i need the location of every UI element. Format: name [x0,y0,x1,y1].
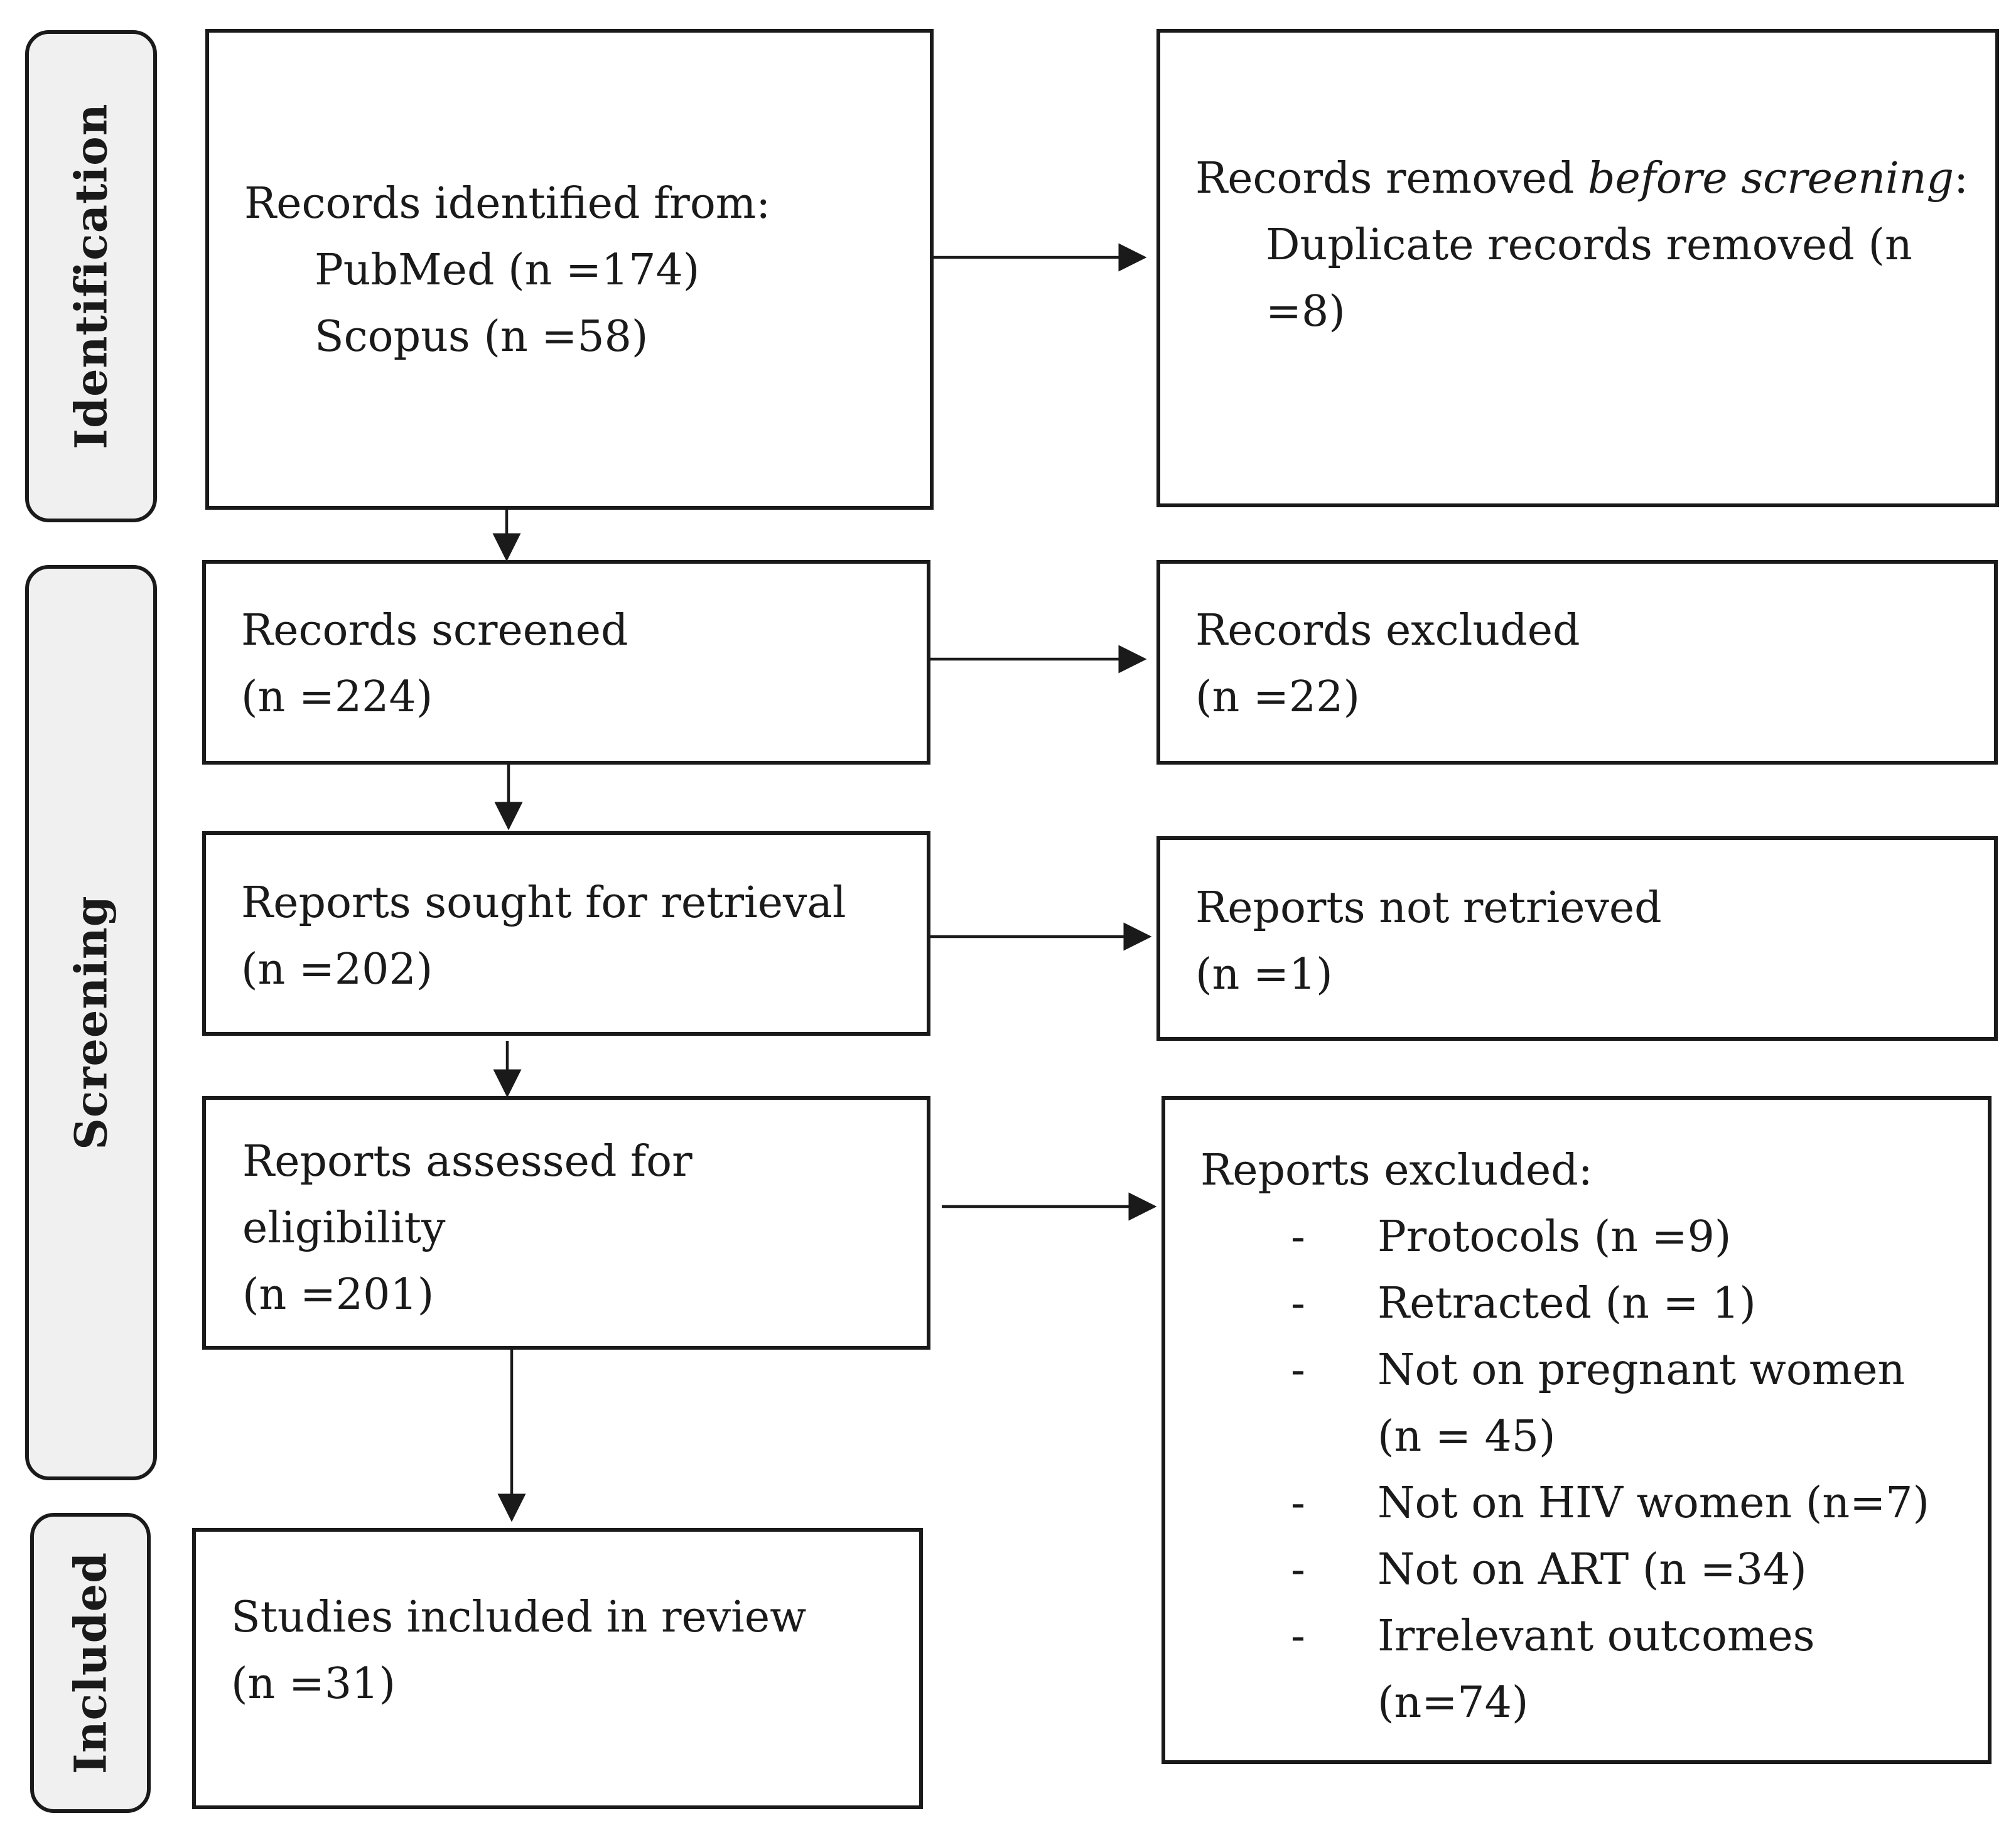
records-identified-heading: Records identified from: [244,179,771,229]
exclusion-reason-text: (n=74) [1377,1678,1529,1728]
exclusion-reason-continued: (n = 45) [1165,1404,1988,1470]
duplicates-removed-count: =8) [1266,287,1345,336]
bullet-dash: - [1291,1279,1305,1328]
reports-assessed-label-line1: Reports assessed for [242,1137,693,1186]
reports-excluded-heading: Reports excluded: [1200,1146,1593,1195]
phase-identification: Identification [25,30,157,522]
phase-included: Included [30,1513,151,1813]
records-identified-box: Records identified from: PubMed (n =174)… [205,29,934,510]
exclusion-reason-text: Not on HIV women (n=7) [1377,1478,1929,1528]
exclusion-reason-continued: (n=74) [1165,1670,1988,1736]
reports-not-retrieved-label: Reports not retrieved [1195,883,1662,933]
studies-included-box: Studies included in review (n =31) [192,1528,923,1809]
exclusion-reason: - Retracted (n = 1) [1165,1271,1988,1337]
phase-screening: Screening [25,565,157,1480]
exclusion-reason-text: Not on ART (n =34) [1377,1545,1807,1594]
reports-sought-label: Reports sought for retrieval [241,878,846,928]
exclusion-reason: - Not on HIV women (n=7) [1165,1470,1988,1537]
exclusion-reason: - Not on pregnant women [1165,1337,1988,1404]
records-removed-heading: Records removed before screening: [1195,154,1968,203]
studies-included-count: (n =31) [231,1659,396,1709]
bullet-dash: - [1291,1478,1305,1528]
source-pubmed: PubMed (n =174) [315,245,700,295]
records-screened-label: Records screened [241,606,628,655]
bullet-dash: - [1291,1611,1305,1661]
exclusion-reason-text: Retracted (n = 1) [1377,1279,1756,1328]
exclusion-reason-text: Irrelevant outcomes [1377,1611,1815,1661]
records-excluded-box: Records excluded (n =22) [1156,560,1998,765]
studies-included-label: Studies included in review [231,1593,807,1642]
reports-not-retrieved-count: (n =1) [1195,950,1333,999]
reports-excluded-box: Reports excluded: - Protocols (n =9) - Retr… [1162,1096,1992,1764]
bullet-dash: - [1291,1212,1305,1262]
reports-sought-count: (n =202) [241,945,433,994]
bullet-dash: - [1291,1545,1305,1594]
reports-assessed-box: Reports assessed for eligibility (n =201… [202,1096,930,1350]
reports-assessed-label-line2: eligibility [242,1203,446,1253]
records-removed-box: Records removed before screening: Duplic… [1156,29,1999,507]
exclusion-reason: - Not on ART (n =34) [1165,1537,1988,1603]
records-screened-box: Records screened (n =224) [202,560,930,765]
exclusion-reason-text: (n = 45) [1377,1412,1556,1461]
reports-assessed-count: (n =201) [242,1270,434,1320]
exclusion-reason-text: Protocols (n =9) [1377,1212,1732,1262]
reports-excluded-list: - Protocols (n =9) - Retracted (n = 1) - Not … [1165,1204,1988,1736]
exclusion-reason-text: Not on pregnant women [1377,1345,1905,1395]
records-excluded-count: (n =22) [1195,672,1360,722]
records-screened-count: (n =224) [241,672,433,722]
exclusion-reason: - Irrelevant outcomes [1165,1603,1988,1670]
source-scopus: Scopus (n =58) [315,312,649,362]
records-excluded-label: Records excluded [1195,606,1580,655]
reports-not-retrieved-box: Reports not retrieved (n =1) [1156,836,1998,1041]
reports-sought-box: Reports sought for retrieval (n =202) [202,831,930,1036]
duplicates-removed: Duplicate records removed (n [1266,220,1912,270]
exclusion-reason: - Protocols (n =9) [1165,1204,1988,1271]
bullet-dash: - [1291,1345,1305,1395]
